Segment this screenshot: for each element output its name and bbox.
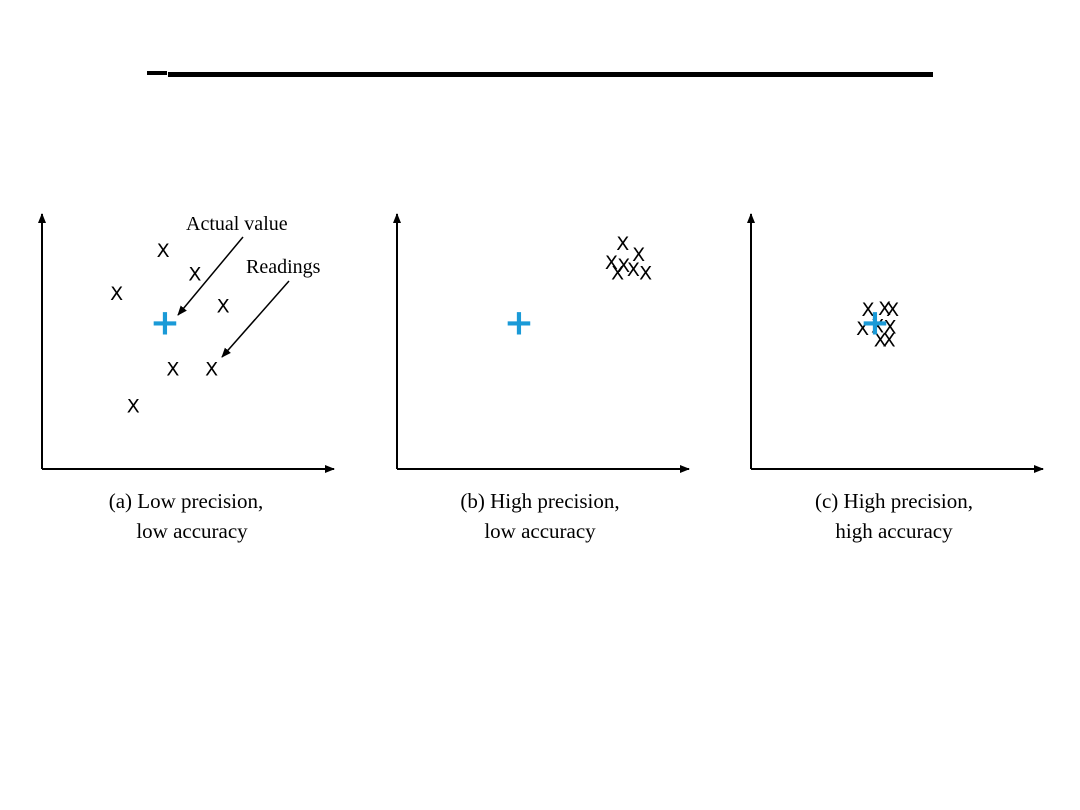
panel-b-caption-line2: low accuracy [484,519,596,543]
reading-mark: X [166,359,179,381]
readings-arrow [221,280,290,358]
reading-mark: X [110,283,123,305]
reading-mark: X [632,244,645,266]
reading-mark: X [861,299,874,321]
reading-mark: X [605,252,618,274]
reading-mark: X [611,263,624,285]
actual-value-marker: + [860,303,890,344]
reading-mark: X [874,330,887,352]
reading-mark: X [617,255,630,277]
actual-value-marker: + [504,303,534,344]
actual-value-arrow [177,236,244,316]
reading-mark: X [616,233,629,255]
panel-a-caption-line1: (a) Low precision, [109,489,264,513]
reading-mark: X [886,299,899,321]
panel-c-caption-line2: high accuracy [835,519,953,543]
panel-c-caption-line1: (c) High precision, [815,489,973,513]
readings-label: Readings [246,256,321,278]
reading-mark: X [157,240,170,262]
reading-mark: X [627,259,640,281]
actual-value-label: Actual value [186,213,288,235]
reading-mark: X [205,359,218,381]
reading-mark: X [188,264,201,286]
panel-a-caption-line2: low accuracy [136,519,248,543]
reading-mark: X [856,318,869,340]
title-rule [168,72,933,77]
reading-mark: X [217,295,230,317]
reading-mark: X [871,316,884,338]
reading-mark: X [883,330,896,352]
actual-value-marker: + [150,303,180,344]
title-rule-stub [147,71,167,75]
reading-mark: X [127,396,140,418]
reading-mark: X [883,316,896,338]
panel-b-caption-line1: (b) High precision, [460,489,619,513]
reading-mark: X [639,263,652,285]
reading-mark: X [878,298,891,320]
